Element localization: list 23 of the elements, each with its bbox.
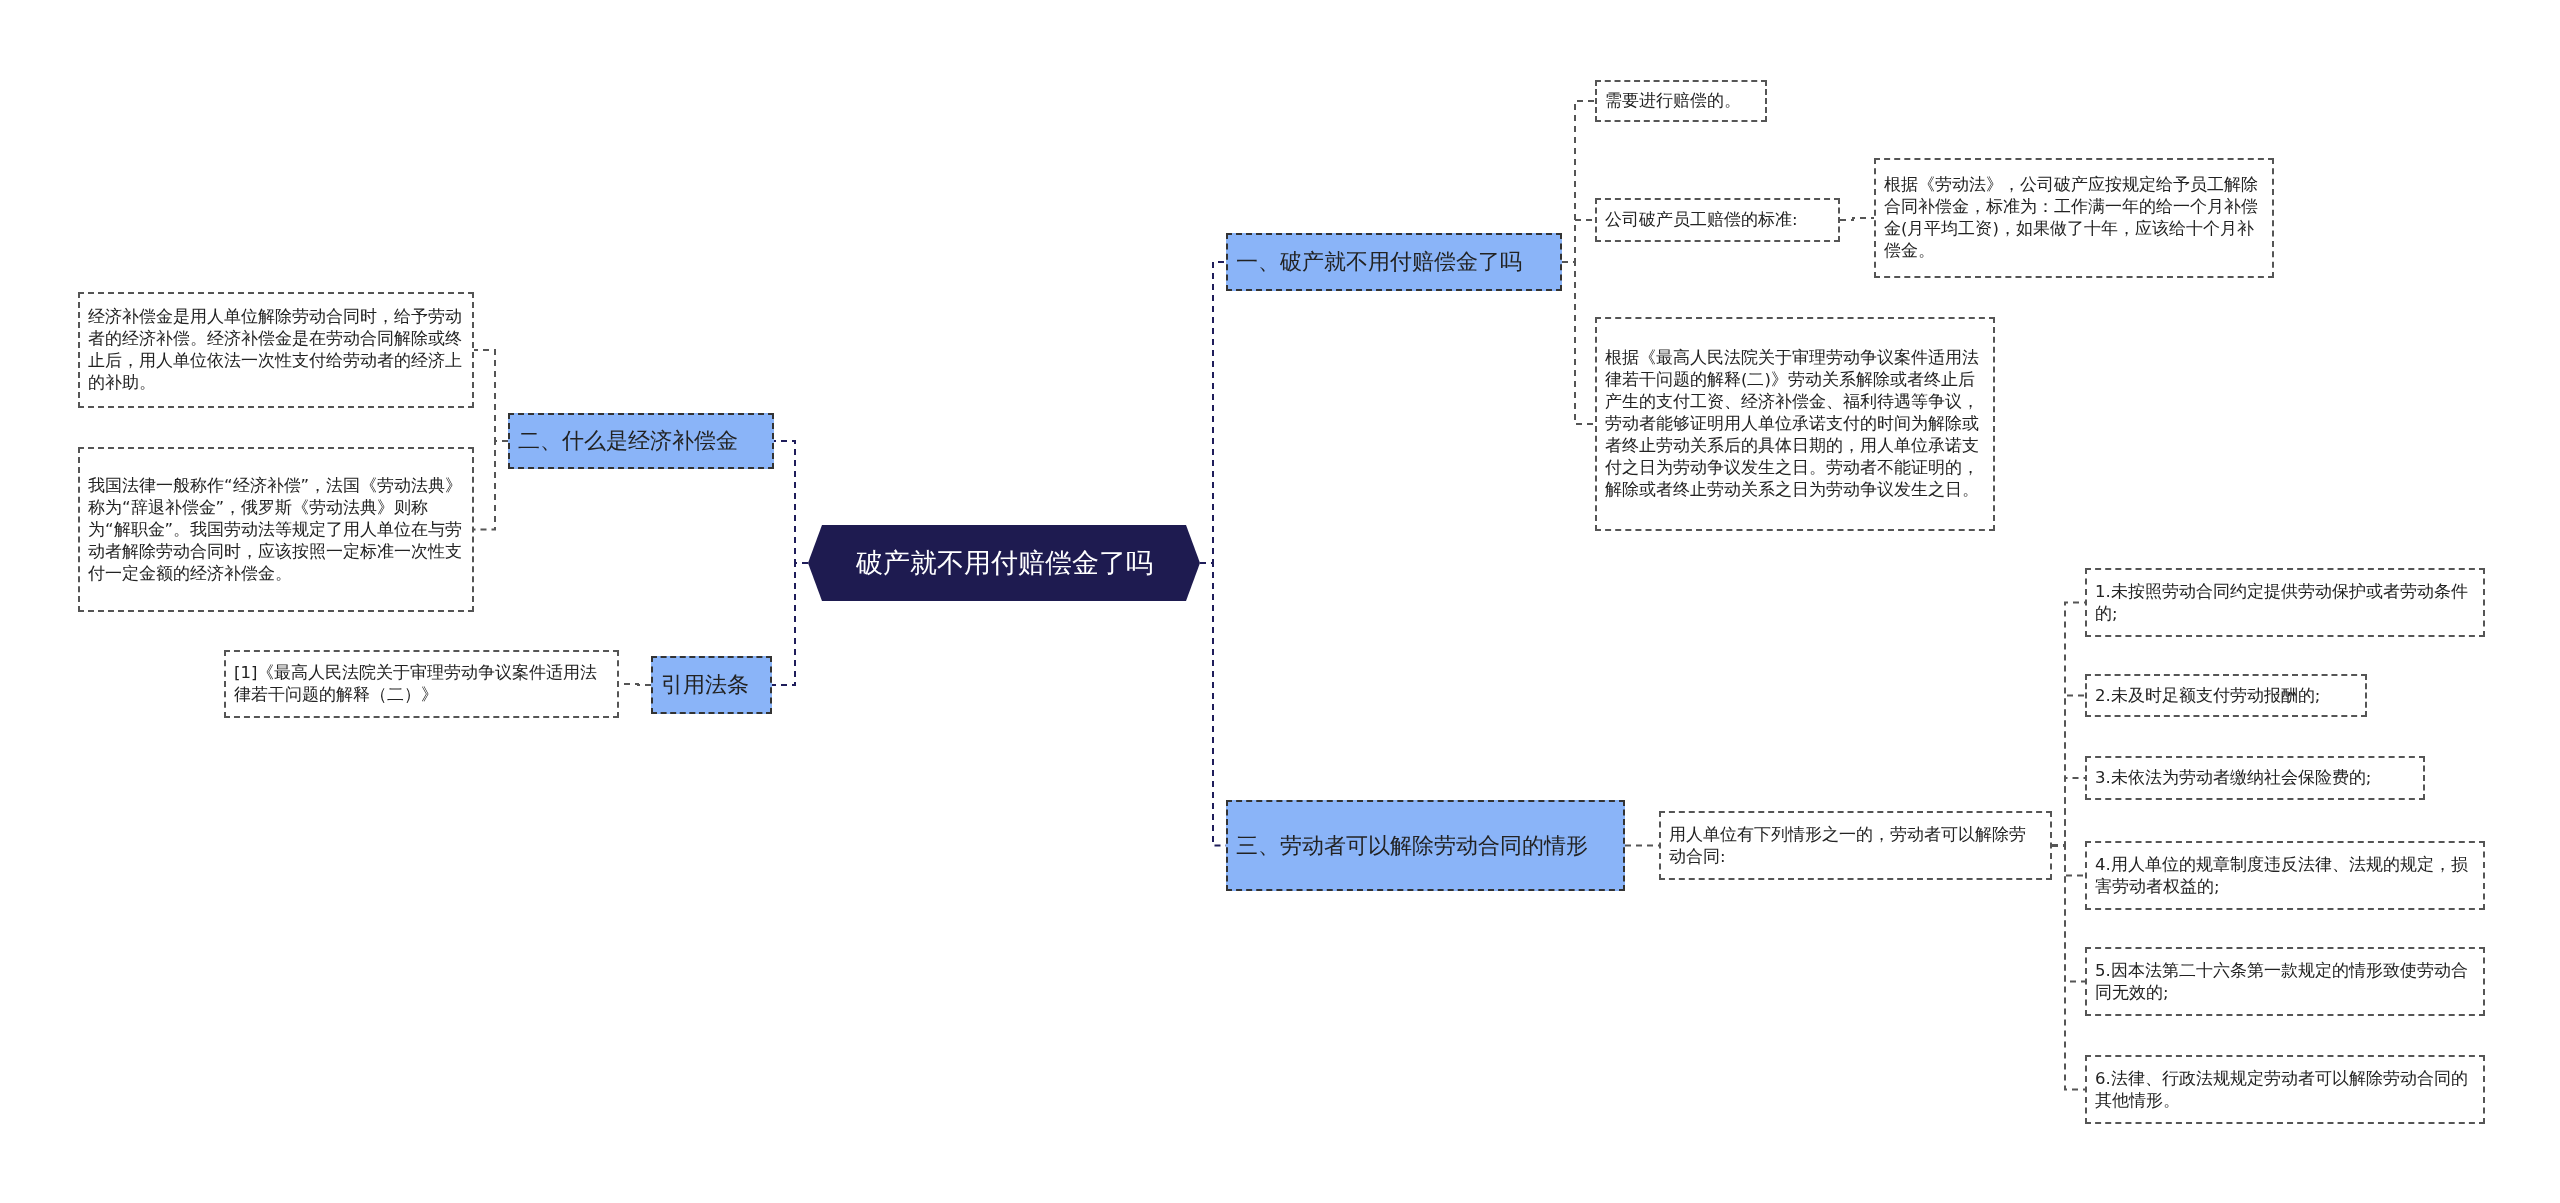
text-box: 2.未及时足额支付劳动报酬的; [2085, 674, 2367, 717]
text-box: 公司破产员工赔偿的标准: [1595, 198, 1840, 242]
text-box: 5.因本法第二十六条第一款规定的情形致使劳动合同无效的; [2085, 947, 2485, 1016]
topic-box: 三、劳动者可以解除劳动合同的情形 [1226, 800, 1625, 891]
text-box: 经济补偿金是用人单位解除劳动合同时，给予劳动者的经济补偿。经济补偿金是在劳动合同解除或终止后，用人单位依法一次性支付给劳动者的经济上的补助。 [78, 292, 474, 408]
connector-line [1561, 261, 1596, 425]
central-topic: 破产就不用付赔偿金了吗 [808, 525, 1200, 601]
text-box: 3.未依法为劳动者缴纳社会保险费的; [2085, 756, 2425, 800]
text-box: 根据《最高人民法院关于审理劳动争议案件适用法律若干问题的解释(二)》劳动关系解除或者终止后产生的支付工资、经济补偿金、福利待遇等争议，劳动者能够证明用人单位承诺支付的时间为解除或者终止劳动关系后的具体日期的，用人单位承诺支付之日为劳动争议发生之日。劳动者不能证明的，解除或者终止劳动关系之日为劳动争议发生之日。 [1595, 317, 1995, 531]
text-box: 6.法律、行政法规规定劳动者可以解除劳动合同的其他情形。 [2085, 1055, 2485, 1124]
text-box: [1]《最高人民法院关于审理劳动争议案件适用法律若干问题的解释（二）》 [224, 650, 619, 718]
topic-box: 引用法条 [651, 656, 772, 714]
text-box: 4.用人单位的规章制度违反法律、法规的规定，损害劳动者权益的; [2085, 841, 2485, 910]
text-box: 我国法律一般称作“经济补偿”，法国《劳动法典》称为“辞退补偿金”，俄罗斯《劳动法典》则称为“解职金”。我国劳动法等规定了用人单位在与劳动者解除劳动合同时，应该按照一定标准一次性支付一定金额的经济补偿金。 [78, 447, 474, 612]
connector-line [2051, 844, 2086, 1091]
text-box: 根据《劳动法》，公司破产应按规定给予员工解除合同补偿金，标准为：工作满一年的给一个月补偿金(月平均工资)，如果做了十年，应该给十个月补偿金。 [1874, 158, 2274, 278]
connector-line [771, 562, 809, 686]
text-box: 用人单位有下列情形之一的，劳动者可以解除劳动合同: [1659, 811, 2052, 880]
connector-line [1839, 217, 1875, 221]
topic-box: 二、什么是经济补偿金 [508, 413, 774, 469]
text-box: 需要进行赔偿的。 [1595, 80, 1767, 122]
text-box: 1.未按照劳动合同约定提供劳动保护或者劳动条件的; [2085, 568, 2485, 637]
topic-box: 一、破产就不用付赔偿金了吗 [1226, 233, 1562, 291]
